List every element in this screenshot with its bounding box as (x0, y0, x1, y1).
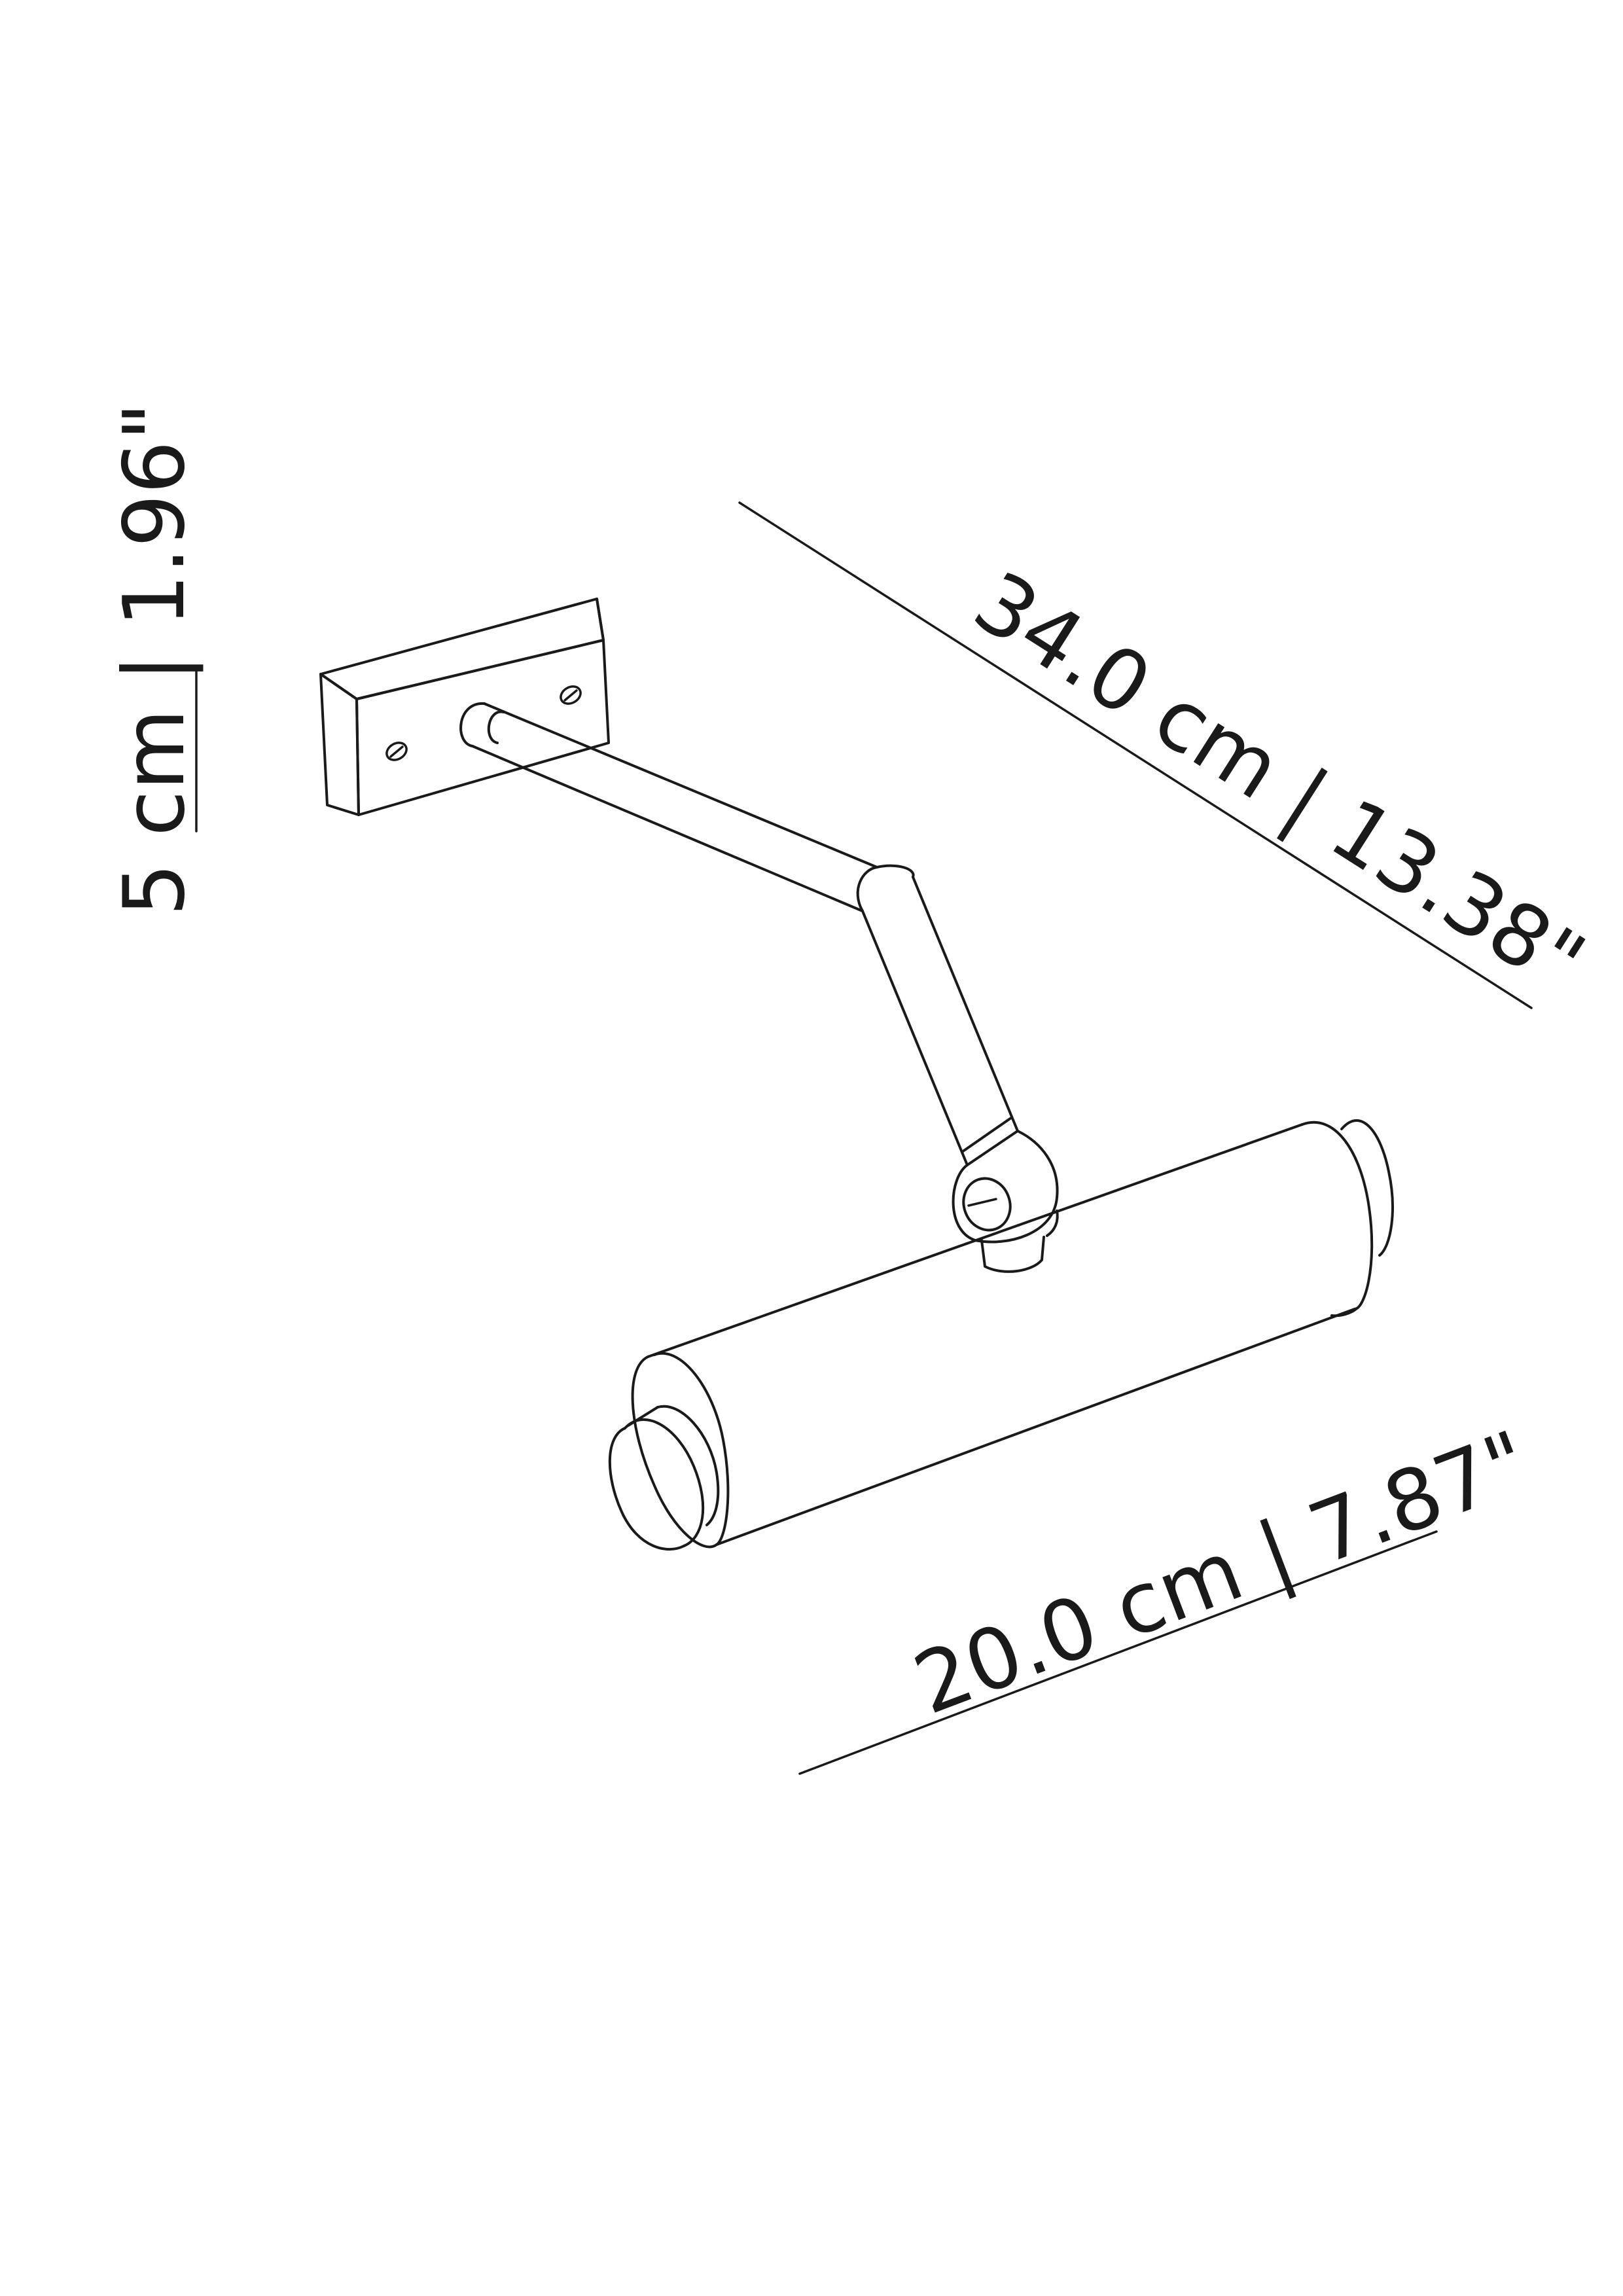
dimension-label-arm: 34.0 cm | 13.38" (957, 553, 1601, 1012)
lower-arm (861, 876, 1019, 1166)
swivel-joint (952, 1130, 1059, 1273)
screw-hole-right (560, 685, 582, 705)
screw-hole-left (385, 742, 408, 761)
dimension-line-arm (738, 501, 1533, 1009)
upper-arm (459, 702, 915, 912)
lamp-shade (608, 1119, 1394, 1551)
wall-plate (319, 598, 610, 816)
dimension-label-shade: 20.0 cm | 7.87" (902, 1412, 1542, 1734)
dimension-label-plate: 5 cm | 1.96" (106, 402, 204, 916)
dimension-line-shade (798, 1530, 1438, 1775)
